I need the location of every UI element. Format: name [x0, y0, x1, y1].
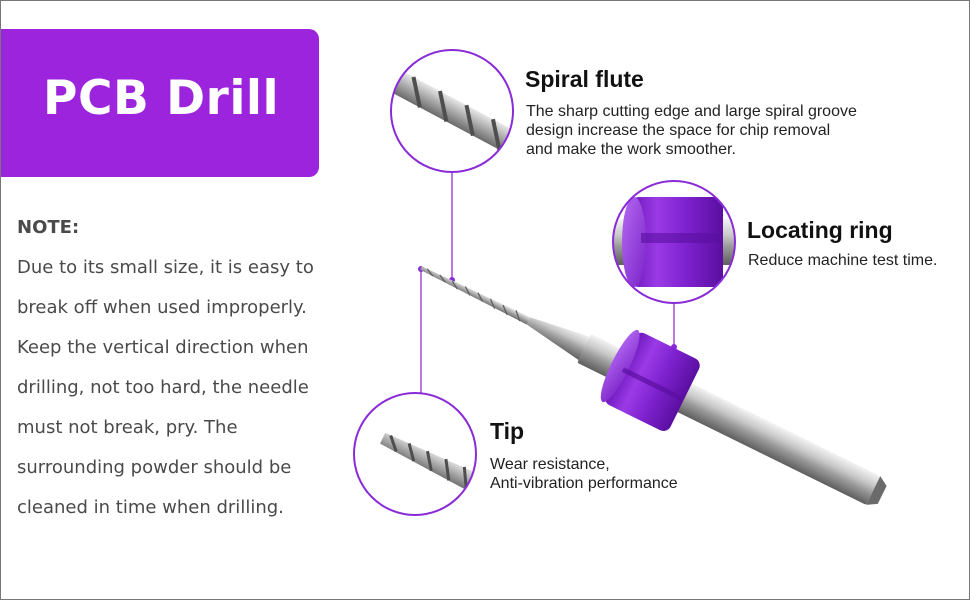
spiral-flute-desc: design increase the space for chip remov… — [526, 122, 831, 139]
note-line: cleaned in time when drilling. — [17, 497, 284, 518]
tip-title: Tip — [490, 418, 525, 444]
locating-ring-title: Locating ring — [747, 217, 893, 243]
note-line: Keep the vertical direction when — [17, 337, 309, 358]
locating-ring-border — [612, 180, 736, 304]
tip-desc: Anti-vibration performance — [490, 475, 678, 492]
tip-desc: Wear resistance, — [490, 456, 610, 473]
note-line: drilling, not too hard, the needle — [17, 377, 309, 398]
spiral-flute-desc: The sharp cutting edge and large spiral … — [526, 103, 857, 120]
locating-ring-desc: Reduce machine test time. — [748, 252, 938, 269]
spiral-flute-ring-border — [390, 49, 514, 173]
note-line: must not break, pry. The — [17, 417, 238, 438]
note-heading: NOTE: — [17, 217, 80, 238]
note-line: Due to its small size, it is easy to — [17, 257, 314, 278]
spiral-flute-desc: and make the work smoother. — [526, 141, 736, 158]
title-banner — [1, 29, 319, 177]
drill-bit — [420, 266, 887, 505]
tip-border — [353, 392, 477, 516]
note-line: break off when used improperly. — [17, 297, 307, 318]
spiral-flute-title: Spiral flute — [525, 66, 644, 92]
note-line: surrounding powder should be — [17, 457, 292, 478]
page-title: PCB Drill — [43, 71, 280, 126]
